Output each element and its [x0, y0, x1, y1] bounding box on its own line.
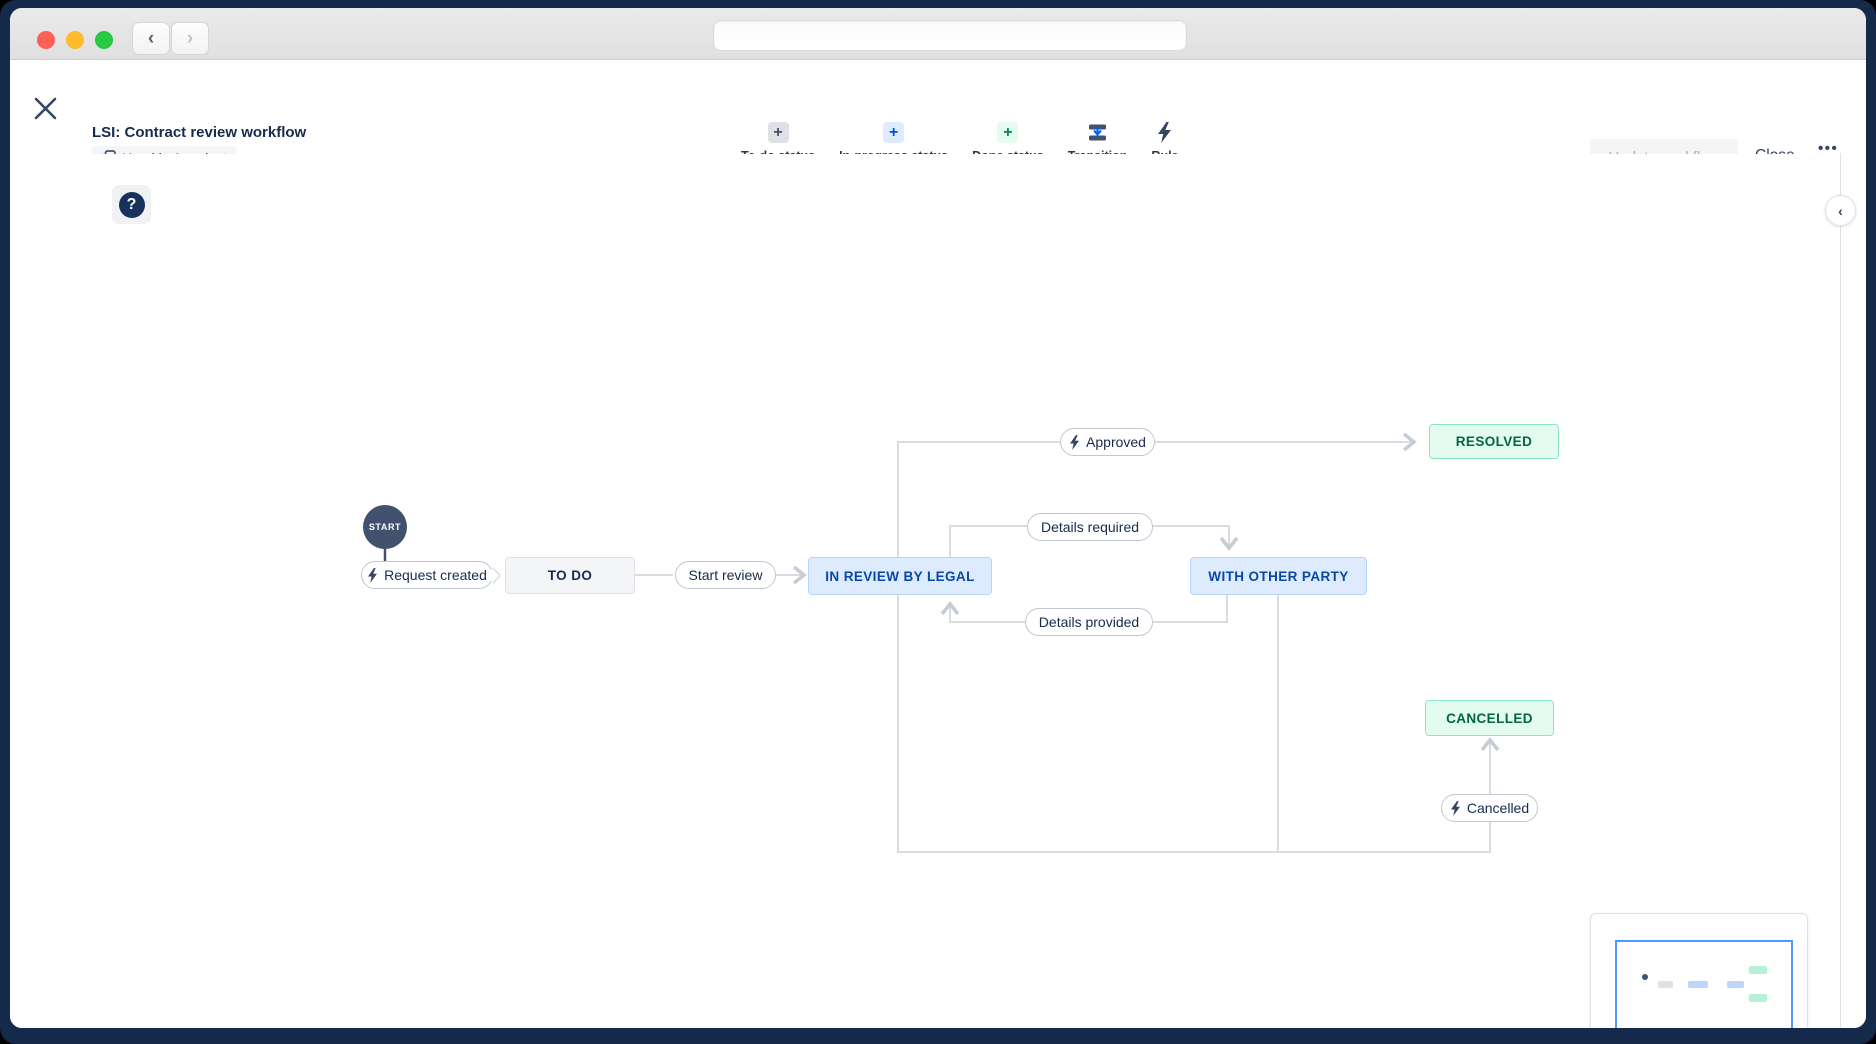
transition-cancelled[interactable]: Cancelled	[1441, 794, 1538, 822]
transition-details-provided[interactable]: Details provided	[1025, 608, 1153, 636]
browser-back-button[interactable]: ‹	[132, 22, 170, 55]
wire-global-cancel-rail	[897, 595, 1500, 853]
minimap-inreview-node	[1688, 981, 1708, 988]
address-bar[interactable]	[713, 20, 1187, 51]
transition-details-required[interactable]: Details required	[1027, 513, 1153, 541]
transition-label: Cancelled	[1466, 800, 1530, 816]
transition-icon	[1087, 122, 1108, 143]
status-with-other-party[interactable]: WITH OTHER PARTY	[1190, 557, 1367, 595]
rule-lightning-icon	[1070, 434, 1080, 450]
transition-label: Details provided	[1038, 614, 1140, 630]
app-window: ‹ › LSI: Contract review workflow Used i…	[10, 8, 1866, 1028]
expand-panel-button[interactable]: ‹	[1825, 195, 1856, 226]
window-close-button[interactable]	[37, 31, 55, 49]
minimap-resolved-node	[1749, 966, 1767, 974]
window-zoom-button[interactable]	[95, 31, 113, 49]
window-minimize-button[interactable]	[66, 31, 84, 49]
transition-label: Start review	[688, 567, 763, 583]
transition-label: Details required	[1040, 519, 1140, 535]
plus-icon: +	[883, 122, 905, 143]
status-in-review-by-legal[interactable]: IN REVIEW BY LEGAL	[808, 557, 992, 595]
plus-icon: +	[997, 122, 1019, 143]
forward-chevron-icon: ›	[186, 27, 194, 49]
minimap-todo-node	[1658, 981, 1673, 988]
workflow-title: LSI: Contract review workflow	[92, 124, 307, 141]
status-to-do[interactable]: TO DO	[505, 557, 635, 594]
transition-label: Request created	[384, 567, 487, 583]
close-icon	[34, 97, 56, 119]
minimap-otherparty-node	[1727, 981, 1744, 988]
transition-label: Approved	[1086, 434, 1146, 450]
minimap-panel	[1590, 913, 1808, 1028]
help-button[interactable]: ?	[112, 185, 151, 224]
close-editor-button[interactable]	[31, 94, 59, 122]
transition-request-created[interactable]: Request created	[361, 561, 502, 589]
start-node[interactable]: START	[363, 505, 407, 549]
minimap-start-node	[1642, 974, 1648, 980]
lightning-icon	[1154, 122, 1175, 143]
title-bar: ‹ ›	[10, 8, 1866, 60]
workflow-editor-header: LSI: Contract review workflow Used in 1 …	[10, 60, 1866, 206]
back-chevron-icon: ‹	[147, 27, 155, 49]
transition-approved[interactable]: Approved	[1060, 428, 1155, 456]
status-resolved[interactable]: RESOLVED	[1429, 424, 1559, 459]
browser-forward-button[interactable]: ›	[171, 22, 209, 55]
workflow-canvas[interactable]: ?	[10, 154, 1866, 1028]
question-mark-icon: ?	[118, 191, 145, 218]
rule-lightning-icon	[1450, 800, 1460, 816]
more-actions-button[interactable]: •••	[1818, 140, 1839, 157]
status-cancelled[interactable]: CANCELLED	[1425, 700, 1554, 736]
wire-approved	[897, 432, 1417, 557]
transition-start-review[interactable]: Start review	[675, 561, 776, 589]
rule-lightning-icon	[368, 567, 378, 583]
chevron-left-icon: ‹	[1838, 202, 1843, 219]
plus-icon: +	[767, 122, 789, 143]
right-panel-divider	[1840, 153, 1841, 1028]
minimap-cancelled-node	[1749, 994, 1767, 1002]
